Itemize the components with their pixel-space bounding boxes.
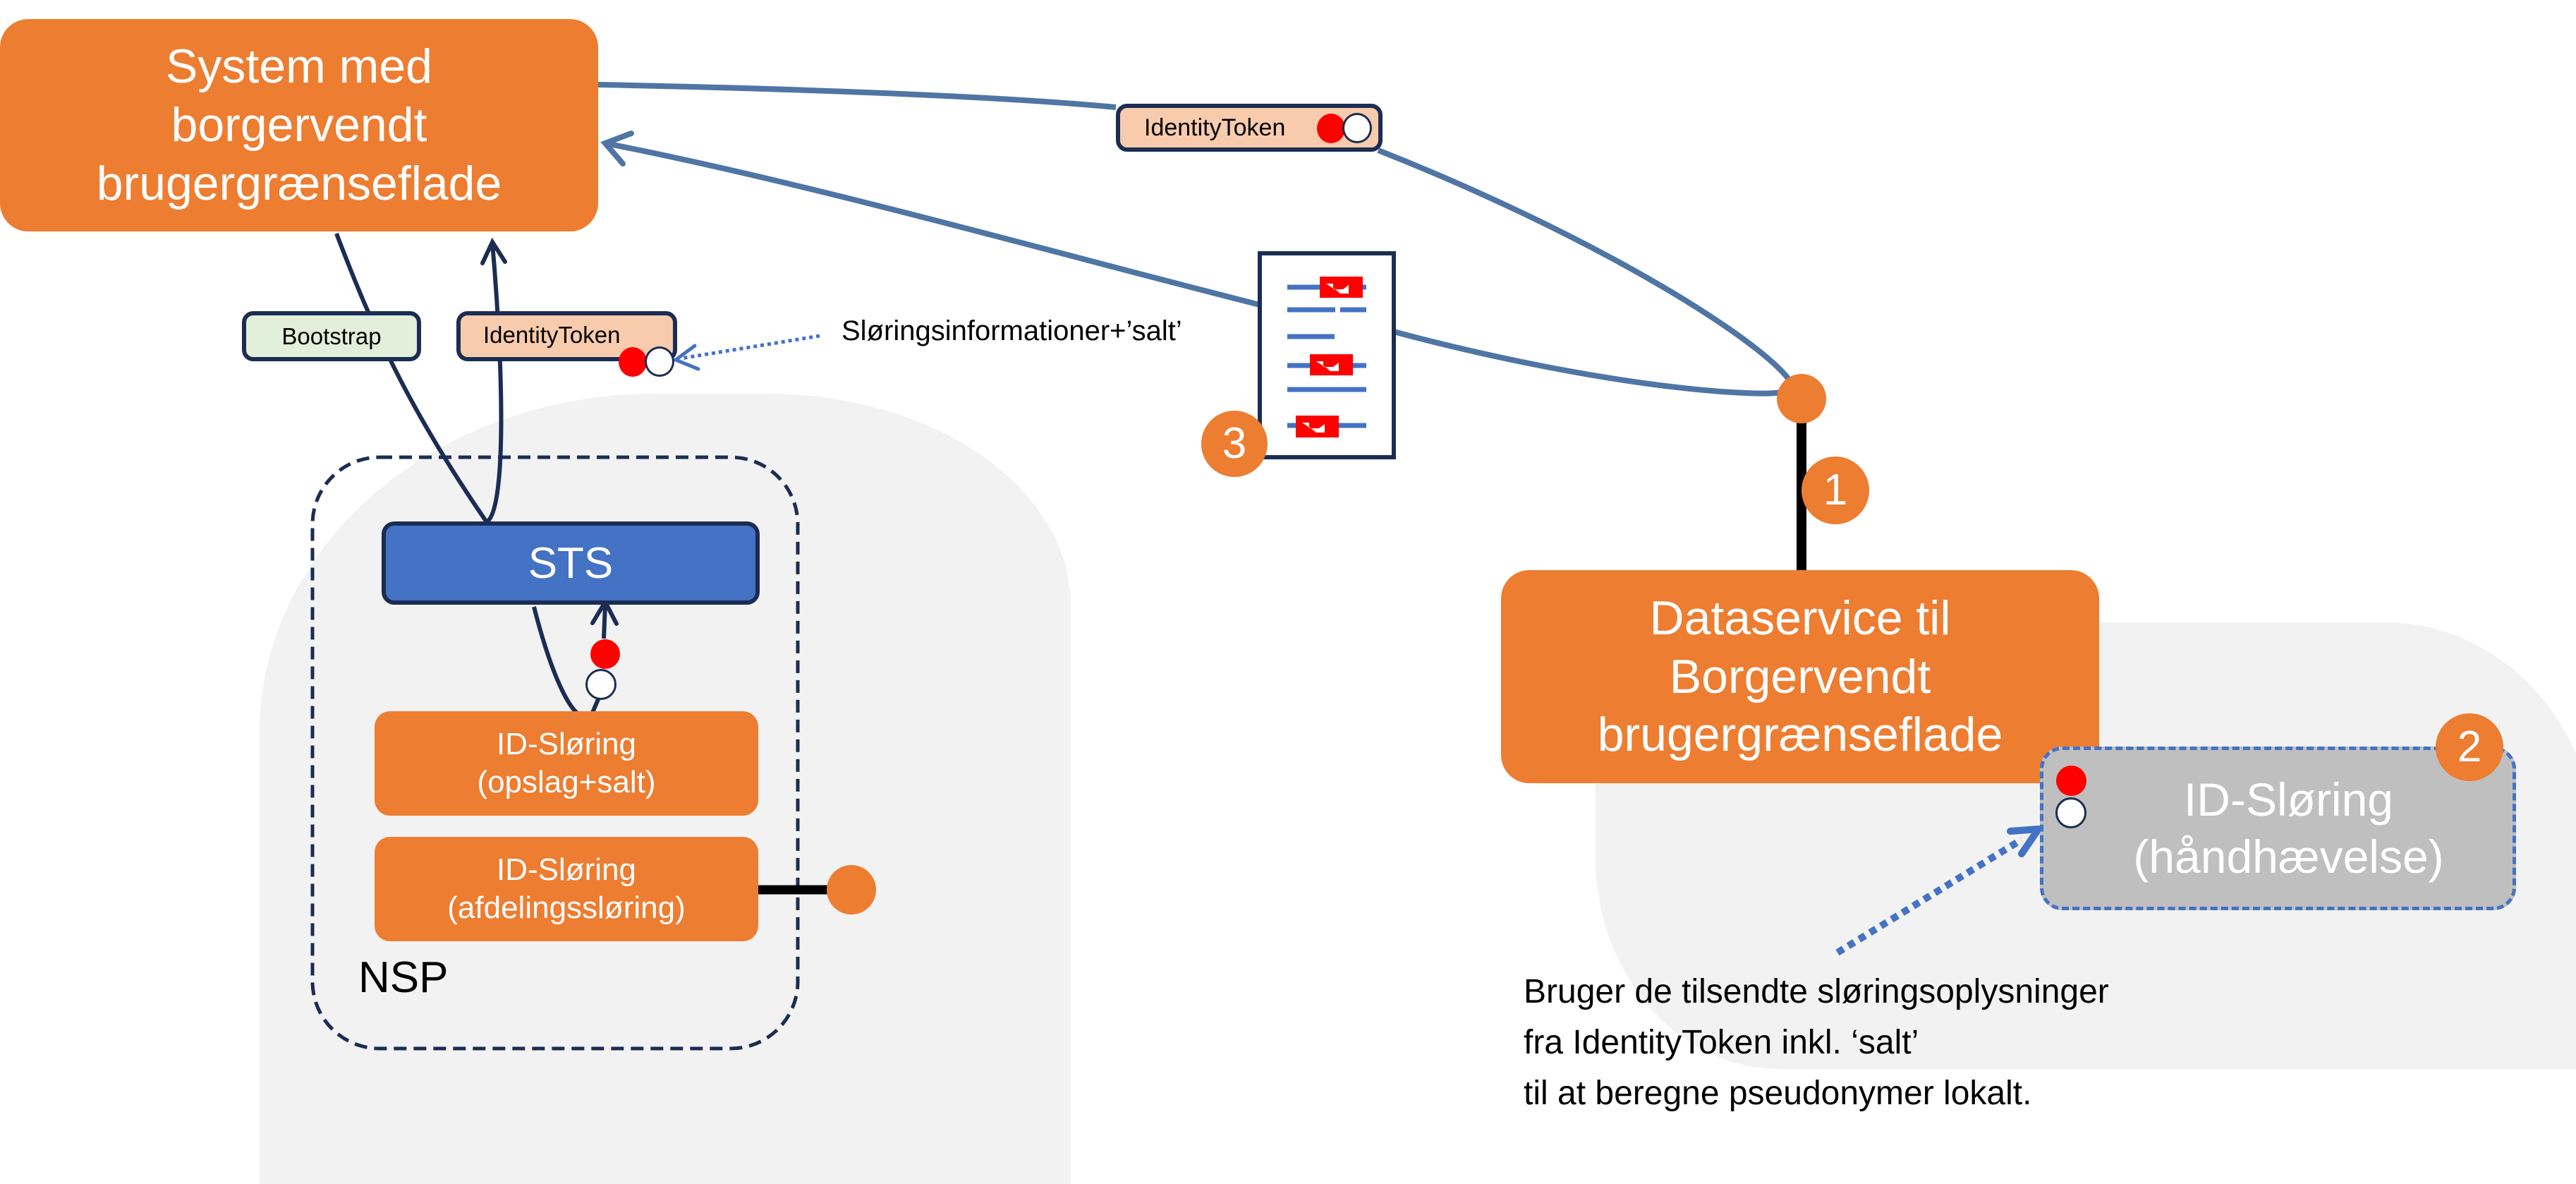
step-badge-2-label: 2: [2457, 723, 2482, 771]
dataservice-box[interactable]: Dataservice til Borgervendt brugergrænse…: [1501, 570, 2099, 783]
step-badge-1: 1: [1802, 457, 1869, 524]
obfuscation-info-label: Sløringsinformationer+’salt’: [842, 315, 1182, 346]
token-red-dot-icon: [2056, 766, 2086, 796]
enforcement-line-1: ID-Sløring: [2183, 773, 2394, 826]
token-white-dot-icon: [2055, 797, 2086, 828]
lookup-box-line-2: (opslag+salt): [477, 765, 656, 799]
dataservice-endpoint-dot[interactable]: [1777, 374, 1826, 423]
nsp-label: NSP: [358, 953, 449, 1002]
sts-label: STS: [528, 538, 614, 588]
dataservice-line-2: Borgervendt: [1669, 649, 1931, 703]
step-badge-3: 3: [1201, 411, 1268, 477]
step-badge-3-label: 3: [1222, 419, 1247, 468]
token-red-dot-icon: [590, 639, 620, 669]
identity-token-left-label: IdentityToken: [483, 321, 621, 348]
token-flow-return: [604, 140, 1260, 308]
token-flow-return-arrowhead: [600, 131, 634, 167]
obfuscation-info-dotted-arrow: [680, 334, 820, 361]
token-red-dot-icon: [1317, 114, 1345, 143]
redaction-mark: [1296, 416, 1339, 437]
obfuscation-info-arrowhead: [672, 344, 700, 371]
enforcement-line-2: (håndhævelse): [2133, 830, 2444, 883]
sts-box[interactable]: STS: [382, 521, 760, 605]
sts-token-arrow-line: [602, 603, 607, 639]
department-box-line-1: ID-Sløring: [496, 852, 637, 888]
id-obfuscation-department-box[interactable]: ID-Sløring (afdelingssløring): [375, 837, 758, 941]
bootstrap-connector: [334, 232, 489, 524]
token-white-dot-icon: [1342, 113, 1372, 143]
note-arrowhead: [2007, 826, 2042, 857]
citizen-system-box[interactable]: System med borgervendt brugergrænseflade: [0, 19, 598, 231]
enforcement-note: Bruger de tilsendte sløringsoplysninger …: [1524, 967, 2109, 1119]
bootstrap-tag[interactable]: Bootstrap: [242, 311, 421, 361]
citizen-system-line-2: borgervendt: [171, 98, 427, 152]
token-flow-top: [597, 82, 1117, 110]
redaction-mark: [1310, 354, 1353, 375]
step-badge-1-label: 1: [1823, 466, 1848, 514]
note-line-3: til at beregne pseudonymer lokalt.: [1524, 1075, 2032, 1112]
department-endpoint-dot[interactable]: [827, 865, 876, 914]
note-dotted-arrow: [1835, 836, 2024, 956]
diagram-canvas: System med borgervendt brugergrænseflade…: [0, 19, 2576, 1184]
dataservice-line-1: Dataservice til: [1649, 591, 1951, 645]
token-white-dot-icon: [585, 669, 616, 700]
redacted-document-icon: [1258, 251, 1396, 459]
step-badge-2: 2: [2436, 713, 2503, 781]
token-flow-loop: [1377, 147, 1794, 397]
bootstrap-label: Bootstrap: [281, 322, 382, 349]
redaction-mark: [1320, 277, 1363, 298]
identity-token-connector: [485, 243, 504, 524]
id-obfuscation-enforcement-box[interactable]: ID-Sløring (håndhævelse): [2040, 747, 2516, 910]
lookup-box-line-1: ID-Sløring: [496, 727, 637, 762]
identity-token-top-label: IdentityToken: [1144, 114, 1286, 141]
dataservice-line-3: brugergrænseflade: [1597, 708, 2003, 762]
department-box-line-2: (afdelingssløring): [447, 890, 686, 925]
id-obfuscation-lookup-box[interactable]: ID-Sløring (opslag+salt): [375, 711, 758, 816]
note-line-1: Bruger de tilsendte sløringsoplysninger: [1524, 973, 2109, 1010]
token-white-dot-icon: [645, 346, 674, 377]
note-line-2: fra IdentityToken inkl. ‘salt’: [1524, 1024, 1919, 1061]
nsp-dashed-boundary: [310, 455, 800, 1051]
token-red-dot-icon: [619, 347, 647, 377]
citizen-system-line-1: System med: [166, 40, 432, 94]
identity-token-arrowhead: [480, 237, 507, 265]
citizen-system-line-3: brugergrænseflade: [96, 156, 502, 210]
